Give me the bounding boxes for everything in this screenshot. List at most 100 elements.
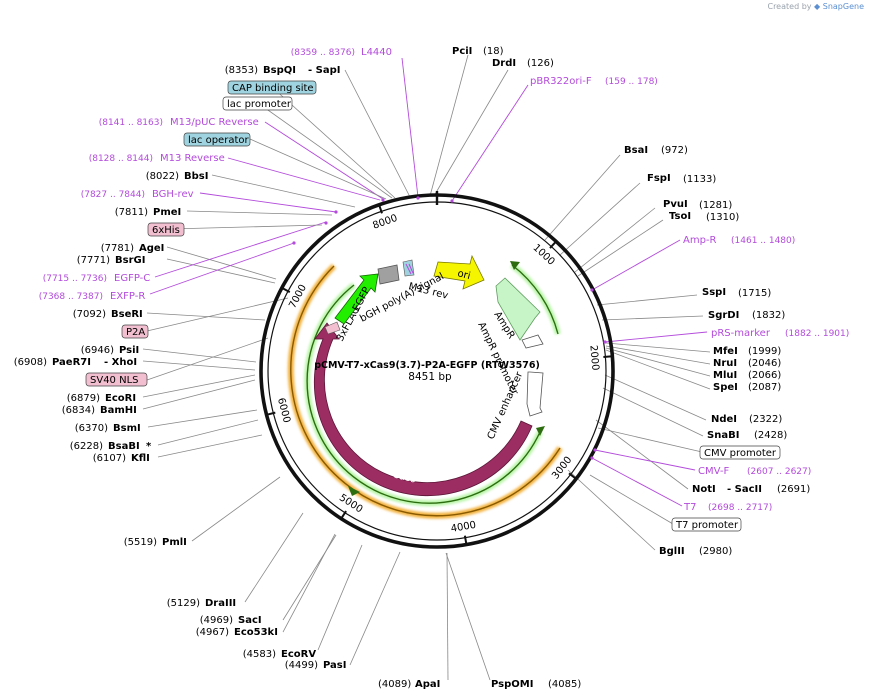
primer-name[interactable]: CMV-F — [698, 466, 729, 477]
enzyme-name-suffix[interactable]: - XhoI — [104, 357, 137, 368]
enzyme-name-suffix[interactable]: * — [146, 441, 152, 452]
primer-labels: (8359 .. 8376) L4440 pBR322ori-F (159 ..… — [39, 47, 850, 513]
enzyme-name[interactable]: SpeI — [713, 382, 738, 393]
enzyme-name[interactable]: SacI — [238, 615, 262, 626]
enzyme-name[interactable]: SgrDI — [708, 310, 739, 321]
enzyme-position: (8353) — [225, 65, 258, 76]
enzyme-name[interactable]: EcoRI — [105, 393, 136, 404]
enzyme-name[interactable]: KflI — [131, 453, 150, 464]
sv40-nls-label[interactable]: SV40 NLS — [90, 375, 139, 386]
enzyme-name[interactable]: TsoI — [669, 211, 691, 222]
tick-mark — [378, 204, 383, 214]
enzyme-name[interactable]: EcoRV — [281, 649, 316, 660]
enzyme-name[interactable]: PciI — [452, 46, 472, 57]
leader-lines — [142, 54, 711, 681]
boxed-feature-labels: CAP binding site lac promoter lac operat… — [85, 80, 781, 532]
enzyme-position: (4499) — [285, 660, 318, 671]
enzyme-name[interactable]: PvuI — [663, 199, 688, 210]
enzyme-name[interactable]: Eco53kI — [234, 627, 278, 638]
enzyme-name[interactable]: AgeI — [139, 243, 164, 254]
enzyme-name[interactable]: DrdI — [492, 58, 516, 69]
enzyme-position: (7811) — [115, 207, 148, 218]
enzyme-position: (6834) — [62, 405, 95, 416]
enzyme-position: (6228) — [70, 441, 103, 452]
bgh-feature — [377, 264, 400, 285]
primer-position: (8141 .. 8163) — [99, 118, 163, 128]
enzyme-name-suffix[interactable]: - SapI — [308, 65, 340, 76]
t7-promoter-label[interactable]: T7 promoter — [675, 520, 739, 531]
enzyme-name[interactable]: BamHI — [100, 405, 137, 416]
primer-name[interactable]: L4440 — [361, 47, 392, 58]
tick-label: 8000 — [371, 213, 399, 232]
primer-position: (8359 .. 8376) — [291, 48, 355, 58]
cas9-feature — [313, 322, 533, 497]
enzyme-position: (6946) — [81, 345, 114, 356]
cmv-promoter-label[interactable]: CMV promoter — [704, 448, 777, 459]
primer-name[interactable]: EGFP-C — [114, 273, 150, 284]
p2a-label[interactable]: P2A — [126, 327, 145, 338]
enzyme-name[interactable]: BseRI — [111, 309, 143, 320]
enzyme-name[interactable]: BsaI — [624, 145, 648, 156]
enzyme-name[interactable]: PspOMI — [491, 679, 533, 690]
enzyme-position: (5129) — [167, 598, 200, 609]
enzyme-position: (5519) — [124, 537, 157, 548]
tick-label: 6000 — [275, 397, 292, 424]
plasmid-size: 8451 bp — [408, 371, 452, 383]
enzyme-name[interactable]: PmlI — [162, 537, 187, 548]
primer-name[interactable]: Amp-R — [683, 235, 717, 246]
enzyme-name[interactable]: BsaBI — [108, 441, 140, 452]
primer-leader-lines — [149, 57, 708, 507]
enzyme-name[interactable]: NruI — [713, 358, 737, 369]
enzyme-name[interactable]: NdeI — [711, 414, 737, 425]
enzyme-name[interactable]: PmeI — [153, 207, 181, 218]
enzyme-name[interactable]: PasI — [323, 660, 346, 671]
enzyme-name[interactable]: MluI — [713, 370, 737, 381]
enzyme-position: (4967) — [196, 627, 229, 638]
primer-name[interactable]: M13/pUC Reverse — [170, 117, 259, 128]
his-tag-label[interactable]: 6xHis — [152, 225, 180, 236]
enzyme-name[interactable]: BsrGI — [115, 255, 145, 266]
primer-name[interactable]: M13 Reverse — [160, 153, 225, 164]
primer-name[interactable]: BGH-rev — [152, 189, 194, 200]
primer-name[interactable]: pRS-marker — [711, 328, 771, 339]
enzyme-name[interactable]: BglII — [659, 546, 685, 557]
tick-label: 4000 — [450, 520, 477, 535]
enzyme-position: (4089) — [378, 679, 411, 690]
enzyme-position: (2087) — [748, 382, 781, 393]
enzyme-position: (1281) — [699, 200, 732, 211]
enzyme-position: (4583) — [243, 649, 276, 660]
enzyme-name-suffix[interactable]: - SacII — [727, 484, 762, 495]
enzyme-name[interactable]: DraIII — [205, 598, 236, 609]
enzyme-name[interactable]: ApaI — [415, 679, 440, 690]
lac-operator-label[interactable]: lac operator — [188, 135, 249, 146]
plasmid-name: pCMV-T7-xCas9(3.7)-P2A-EGFP (RTW3576) — [314, 360, 540, 371]
enzyme-position: (2980) — [699, 546, 732, 557]
enzyme-name[interactable]: FspI — [647, 173, 671, 184]
enzyme-name[interactable]: SspI — [702, 287, 726, 298]
primer-position: (159 .. 178) — [605, 77, 658, 87]
enzyme-name[interactable]: NotI — [692, 484, 716, 495]
enzyme-name[interactable]: PaeR7I — [52, 357, 91, 368]
snapgene-logo-icon: ◆ — [814, 2, 821, 11]
enzyme-name[interactable]: BsmI — [113, 423, 141, 434]
cmv-enhancer-feature — [526, 371, 544, 417]
enzyme-name[interactable]: BbsI — [184, 171, 208, 182]
tick-marks — [266, 191, 613, 545]
tick-mark — [281, 287, 291, 293]
primer-name[interactable]: T7 — [683, 502, 696, 513]
enzyme-position: (18) — [483, 46, 504, 57]
enzyme-name[interactable]: PsiI — [119, 345, 139, 356]
primer-name[interactable]: pBR322ori-F — [530, 76, 592, 87]
enzyme-position: (2066) — [748, 370, 781, 381]
lac-promoter-label[interactable]: lac promoter — [227, 99, 292, 110]
primer-name[interactable]: EXFP-R — [110, 291, 145, 302]
cap-binding-site-label[interactable]: CAP binding site — [232, 83, 314, 94]
enzyme-position: (6107) — [93, 453, 126, 464]
flag-feature — [324, 321, 341, 335]
enzyme-name[interactable]: MfeI — [713, 346, 738, 357]
primer-position: (7827 .. 7844) — [81, 190, 145, 200]
tick-mark — [603, 355, 613, 358]
enzyme-name[interactable]: BspQI — [263, 65, 296, 76]
enzyme-name[interactable]: SnaBI — [707, 430, 739, 441]
